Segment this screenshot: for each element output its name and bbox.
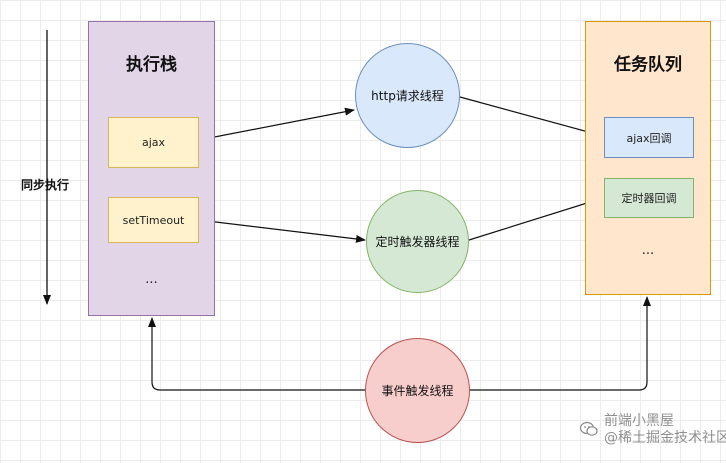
queue-ellipsis: ...	[641, 243, 655, 258]
task-queue-title: 任务队列	[614, 55, 682, 75]
stack-item-ajax-label: ajax	[141, 136, 166, 149]
queue-item-ajax-callback-label: ajax回调	[626, 131, 672, 145]
event-trigger-thread-label: 事件触发线程	[381, 384, 454, 398]
event-queue-bidirectional-arrow	[462, 296, 651, 394]
http-request-thread-label: http请求线程	[371, 89, 444, 103]
execution-stack-title: 执行栈	[126, 55, 177, 75]
watermark-line-2: @稀土掘金技术社区	[604, 430, 726, 446]
http-request-thread-node: http请求线程	[355, 43, 460, 148]
stack-item-ajax: ajax	[108, 117, 199, 168]
timer-to-timer-callback-arrow	[468, 196, 604, 241]
task-queue-panel: 任务队列	[585, 21, 711, 295]
stack-item-settimeout-label: setTimeout	[122, 213, 185, 227]
watermark: 前端小黑屋 @稀土掘金技术社区	[580, 413, 726, 447]
timer-trigger-thread-node: 定时触发器线程	[366, 190, 469, 293]
execution-stack-panel: 执行栈	[88, 21, 215, 316]
stack-item-settimeout: setTimeout	[108, 197, 199, 243]
watermark-line-1: 前端小黑屋	[604, 413, 674, 429]
watermark-text: 前端小黑屋 @稀土掘金技术社区	[604, 413, 726, 447]
settimeout-to-timer-arrow	[198, 219, 366, 243]
event-stack-bidirectional-arrow	[148, 317, 373, 394]
event-trigger-thread-node: 事件触发线程	[365, 338, 470, 443]
sync-execution-label: 同步执行	[21, 178, 70, 192]
queue-item-timer-callback: 定时器回调	[604, 178, 694, 218]
http-to-ajax-callback-arrow	[459, 96, 604, 138]
queue-item-ajax-callback: ajax回调	[604, 117, 694, 158]
timer-trigger-thread-label: 定时触发器线程	[375, 235, 460, 249]
ajax-to-http-arrow	[198, 107, 355, 141]
stack-ellipsis: ...	[145, 272, 158, 287]
wechat-icon	[580, 421, 598, 436]
queue-item-timer-callback-label: 定时器回调	[621, 192, 677, 205]
